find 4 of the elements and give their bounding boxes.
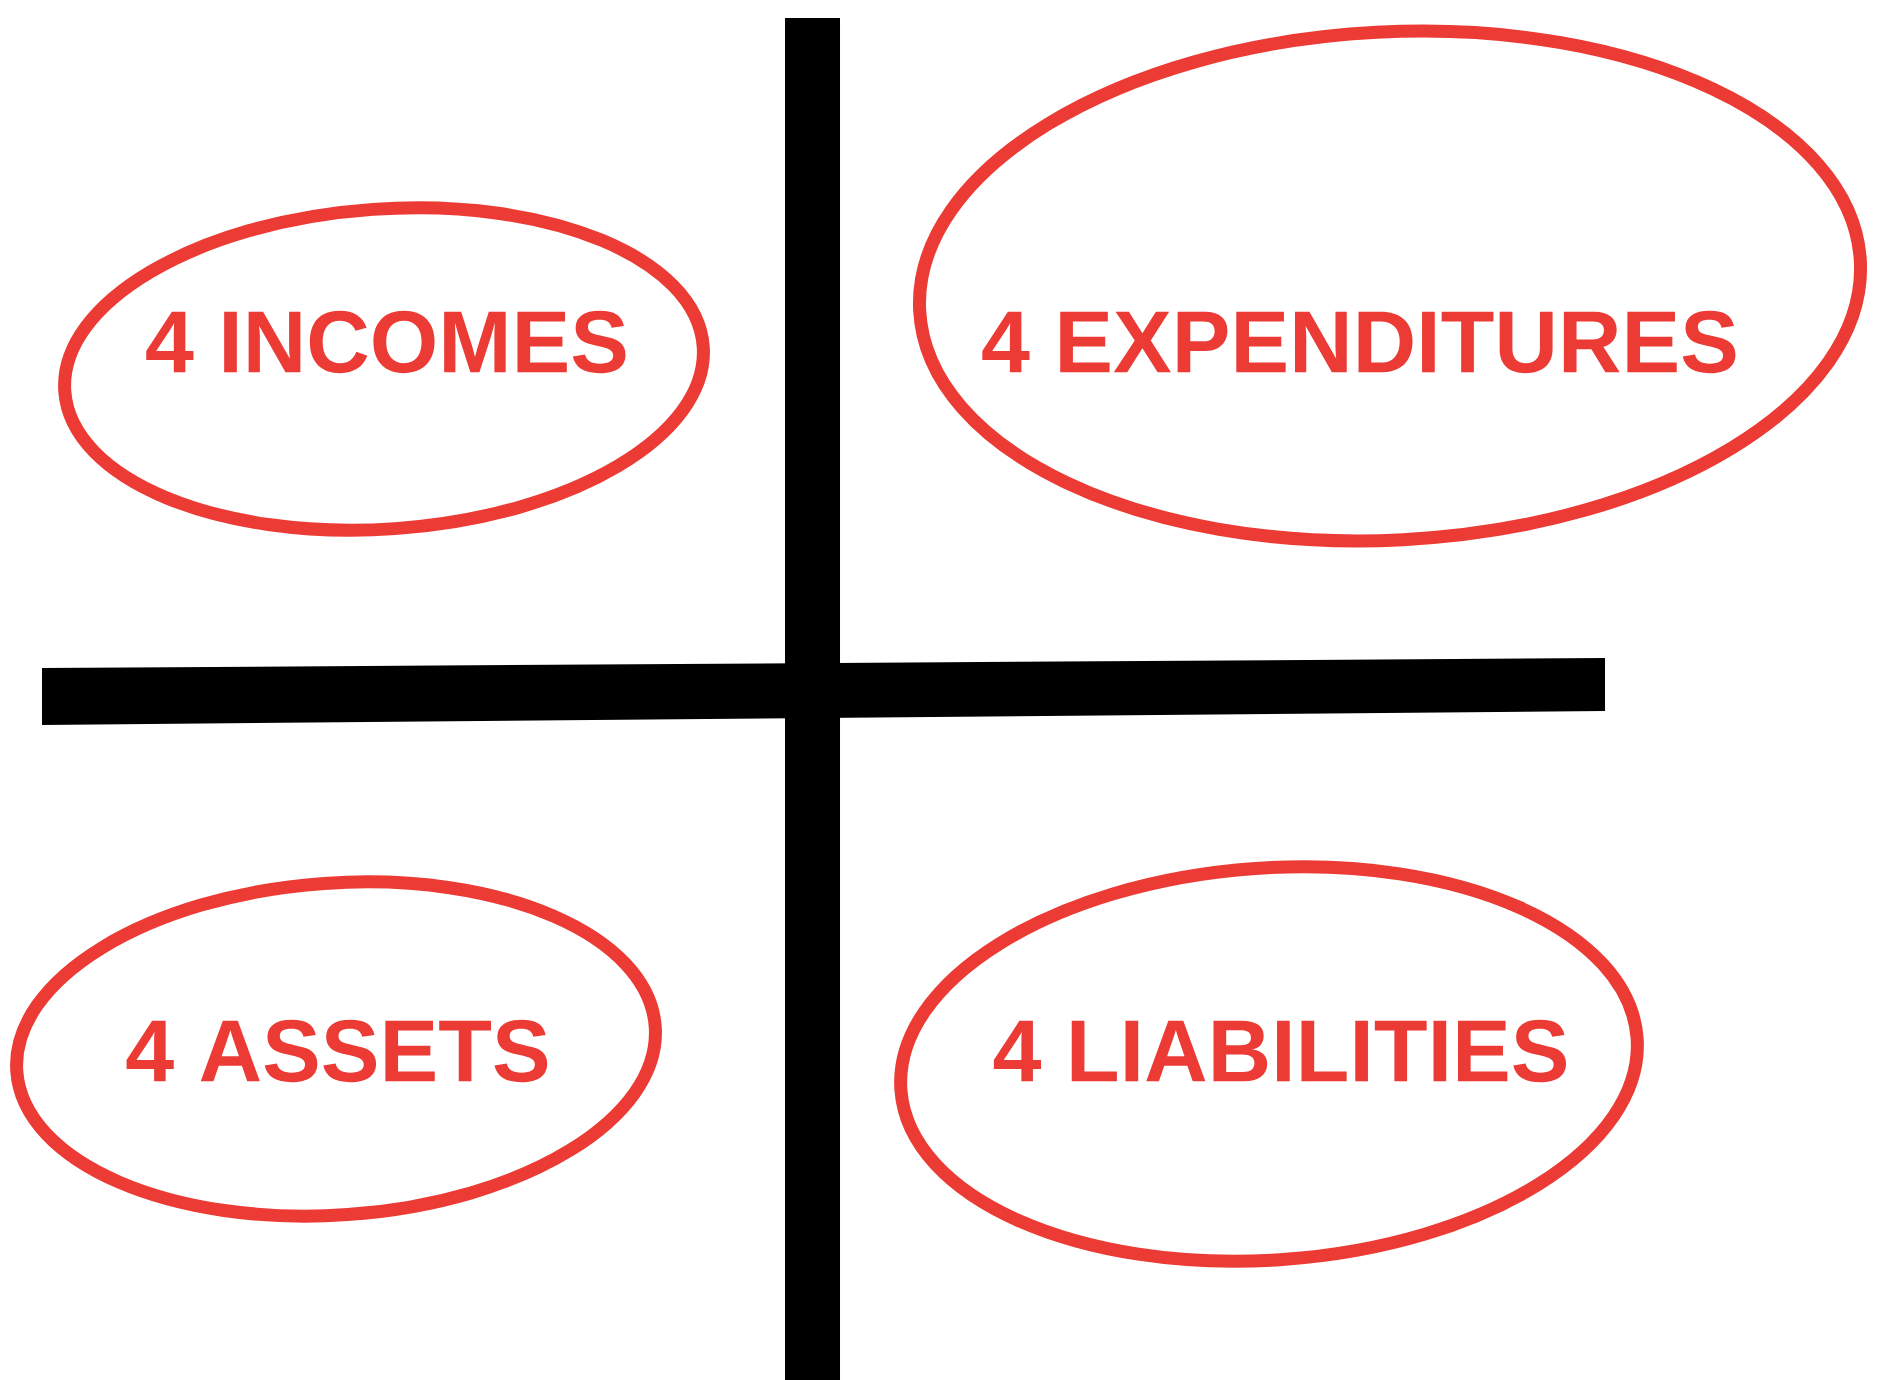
circled-label: 4 EXPENDITURES	[913, 24, 1867, 548]
circled-label: 4 LIABILITIES	[894, 860, 1644, 1268]
circled-label: 4 INCOMES	[58, 201, 710, 537]
circled-label: 4 ASSETS	[10, 875, 662, 1223]
